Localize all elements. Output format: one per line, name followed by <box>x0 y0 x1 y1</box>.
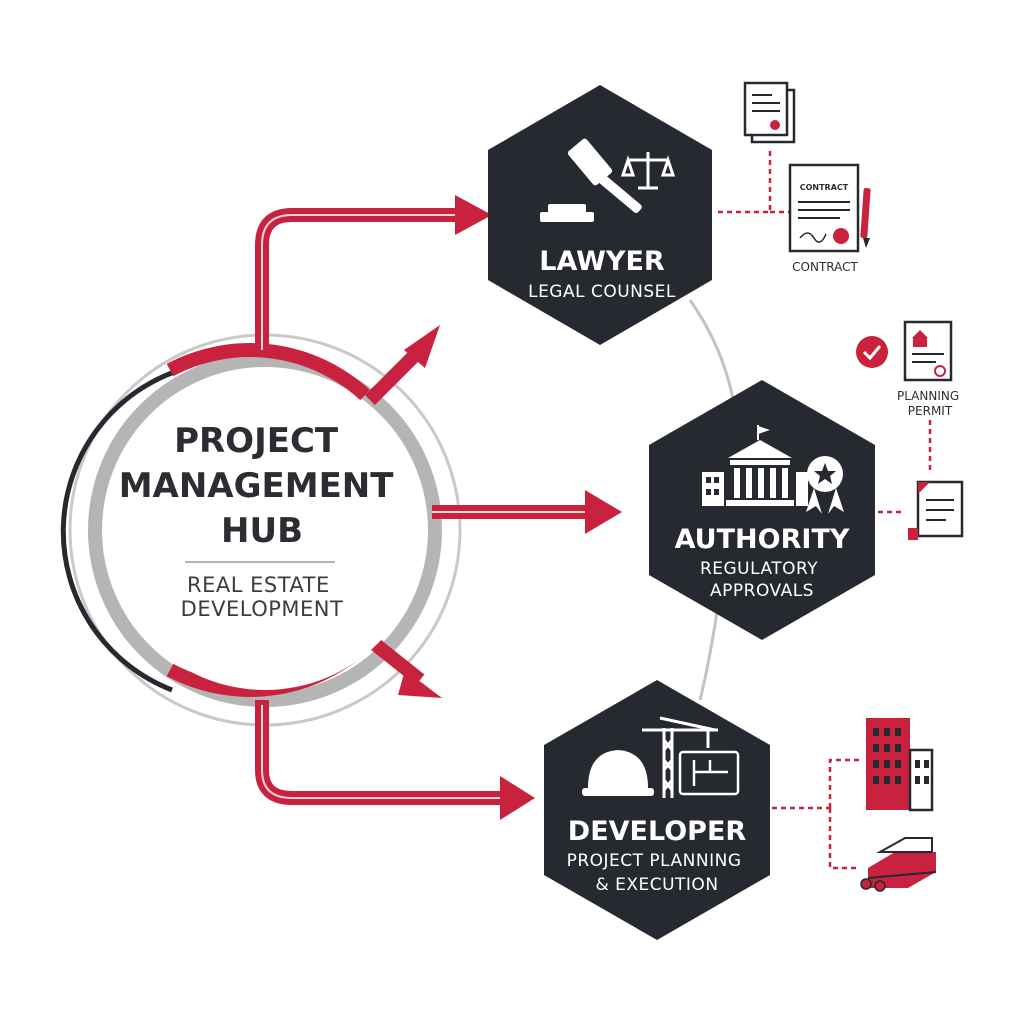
authority-hexagon <box>649 380 875 640</box>
scales-icon <box>620 152 676 190</box>
folded-document-icon <box>908 480 964 540</box>
document-stack-icon <box>743 81 796 144</box>
arrowhead-down <box>398 670 442 698</box>
node-developer: DEVELOPER PROJECT PLANNING & EXECUTION <box>544 680 770 940</box>
developer-title: DEVELOPER <box>568 816 747 847</box>
developer-subtitle: PROJECT PLANNING & EXECUTION <box>567 851 748 895</box>
authority-title: AUTHORITY <box>675 524 850 555</box>
developer-materials-connector <box>828 808 860 870</box>
hard-hat-icon <box>582 750 654 796</box>
gavel-icon <box>540 138 642 222</box>
arrow-diagonal-up <box>365 345 425 405</box>
blueprint-icon <box>678 750 740 796</box>
office-building-icon <box>866 718 934 812</box>
authority-subtitle: REGULATORY APPROVALS <box>700 559 824 601</box>
arrowhead-authority <box>585 490 622 534</box>
arrowhead-developer <box>500 776 535 820</box>
award-badge-icon <box>806 456 844 514</box>
permit-label: PLANNING PERMIT <box>897 389 963 418</box>
lawyer-title: LAWYER <box>539 246 665 277</box>
checkmark-icon <box>856 336 888 368</box>
crane-icon <box>642 716 718 798</box>
hub-center <box>105 370 425 690</box>
building-materials-icon <box>860 837 937 892</box>
contract-doc-heading: CONTRACT <box>800 183 849 192</box>
node-authority: AUTHORITY REGULATORY APPROVALS <box>649 380 875 640</box>
contract-document-icon: CONTRACT <box>788 163 860 253</box>
developer-building-connector <box>828 758 860 808</box>
contract-label: CONTRACT <box>792 260 858 274</box>
dashed-connectors <box>718 150 932 870</box>
arrowhead-up <box>404 325 440 368</box>
permit-document-icon <box>903 320 953 382</box>
lawyer-docs-connector <box>718 150 772 214</box>
lawyer-hexagon <box>488 85 712 345</box>
arrow-to-developer <box>255 700 505 805</box>
hub-title: PROJECT MANAGEMENT HUB <box>119 421 406 551</box>
arrow-diagonal-down <box>365 634 425 686</box>
developer-hexagon <box>544 680 770 940</box>
arrow-heads <box>398 195 622 820</box>
pen-icon <box>860 187 871 248</box>
lawyer-subtitle: LEGAL COUNSEL <box>528 282 676 302</box>
arrowhead-lawyer <box>455 195 492 235</box>
node-lawyer: LAWYER LEGAL COUNSEL <box>488 85 712 345</box>
arrow-arc-top <box>166 343 370 401</box>
hub-subtitle: REAL ESTATE DEVELOPMENT <box>181 573 344 621</box>
